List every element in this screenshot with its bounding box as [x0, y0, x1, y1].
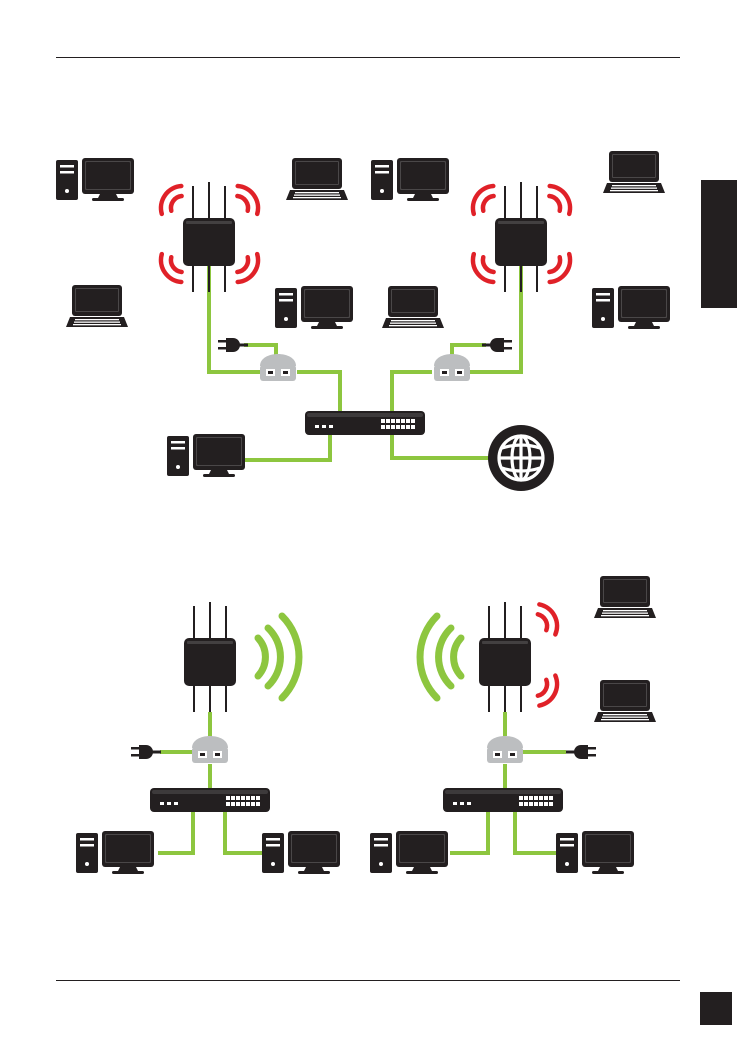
poe-injector-icon	[260, 354, 296, 381]
power-plug-icon	[131, 745, 161, 759]
power-plug-icon	[566, 745, 596, 759]
desktop-pc-icon	[556, 831, 634, 874]
poe-injector-icon	[487, 736, 523, 763]
network-switch-icon	[305, 411, 425, 435]
access-point-icon	[495, 182, 547, 292]
diagram-wds-with-ap	[56, 151, 670, 491]
wireless-signal-green	[258, 616, 299, 698]
laptop-icon	[66, 285, 128, 327]
desktop-pc-icon	[262, 831, 340, 874]
wireless-signal-red	[534, 601, 562, 710]
laptop-icon	[382, 286, 444, 328]
desktop-pc-icon	[167, 434, 245, 477]
network-switch-icon	[150, 788, 270, 812]
laptop-icon	[286, 158, 348, 200]
desktop-pc-icon	[56, 158, 134, 201]
network-switch-icon	[443, 788, 563, 812]
access-point-icon	[184, 602, 236, 712]
desktop-pc-icon	[370, 831, 448, 874]
diagram-wds-bridge	[76, 576, 656, 874]
laptop-icon	[594, 576, 656, 618]
access-point-icon	[183, 182, 235, 292]
desktop-pc-icon	[275, 286, 353, 329]
power-plug-icon	[218, 338, 248, 352]
wireless-signal-green	[420, 616, 461, 698]
desktop-pc-icon	[76, 831, 154, 874]
power-plug-icon	[482, 338, 512, 352]
access-point-icon	[479, 602, 531, 712]
poe-injector-icon	[434, 354, 470, 381]
laptop-icon	[603, 151, 665, 193]
poe-injector-icon	[192, 736, 228, 763]
laptop-icon	[594, 680, 656, 722]
internet-globe-icon	[488, 425, 554, 491]
desktop-pc-icon	[371, 158, 449, 201]
desktop-pc-icon	[592, 286, 670, 329]
